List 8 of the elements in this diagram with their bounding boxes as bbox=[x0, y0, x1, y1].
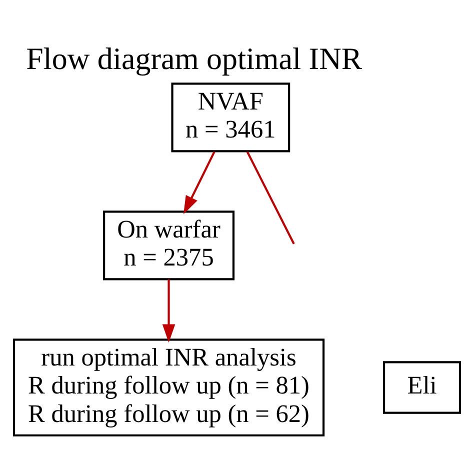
node-box: On warfar n = 2375 bbox=[103, 210, 235, 280]
node-box: NVAF n = 3461 bbox=[171, 82, 290, 152]
arrow bbox=[184, 151, 216, 214]
connector bbox=[246, 151, 295, 244]
node-box: Eli bbox=[382, 361, 462, 414]
diagram-title: Flow diagram optimal INR bbox=[26, 41, 362, 76]
node-box: run optimal INR analysis R during follow up (n = 81) R during follow up (n = 62) bbox=[12, 338, 325, 436]
arrow bbox=[162, 280, 176, 343]
